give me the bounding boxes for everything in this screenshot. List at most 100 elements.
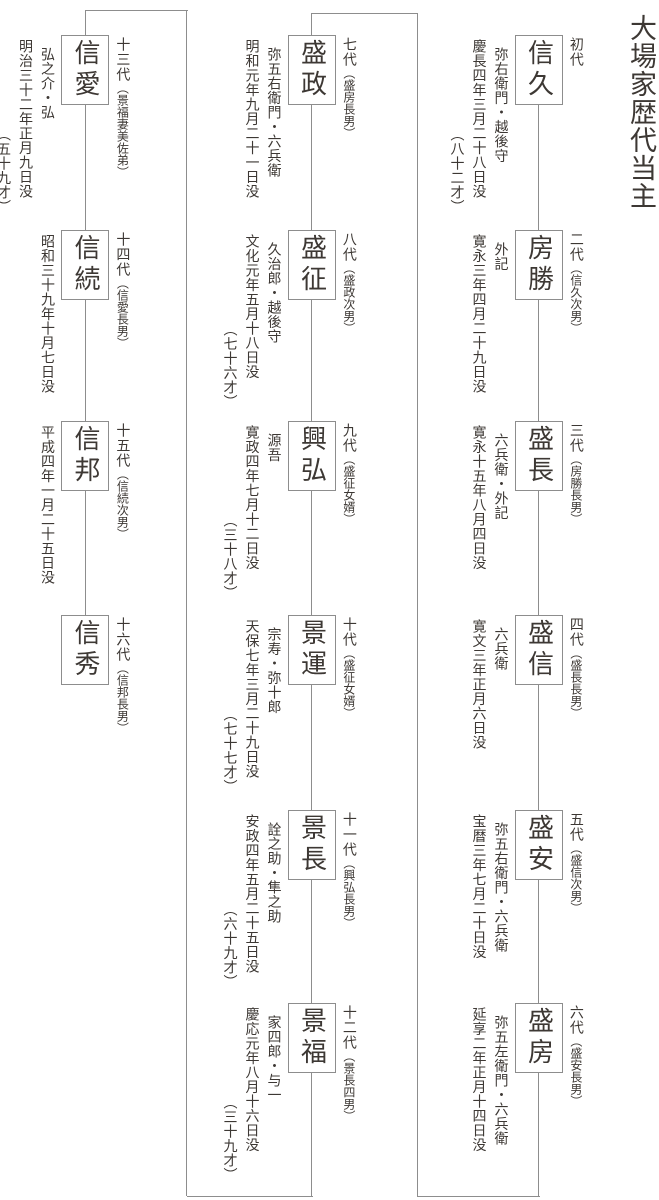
generation-order: 六代 — [567, 1005, 584, 1035]
parent-relation: （盛安長男） — [568, 1035, 583, 1107]
generation-order: 八代 — [340, 232, 357, 262]
head-name: 景福 — [296, 1007, 327, 1069]
generation-label: 五代（盛信次男） — [567, 812, 584, 914]
name-box: 盛信 — [514, 615, 563, 685]
death-date-text: 明和元年九月二十一日没 — [243, 39, 260, 199]
generation-order: 二代 — [567, 232, 584, 262]
alias-text: 六兵衛・外記 — [492, 433, 509, 520]
generation-label: 十一代（興弘長男） — [340, 812, 357, 929]
age-text: （三十九才） — [221, 1095, 238, 1182]
generation-label: 十六代（信邦長男） — [114, 617, 130, 734]
death-date-text: 寛政四年七月十二日没 — [243, 425, 260, 570]
parent-relation: （房勝長男） — [568, 453, 583, 525]
generation-order: 七代 — [340, 37, 357, 67]
name-box: 盛長 — [514, 421, 563, 491]
head-name: 盛長 — [523, 425, 554, 487]
connector-line — [85, 9, 188, 11]
parent-relation: （盛征女婿） — [341, 647, 356, 719]
connector-line — [538, 1073, 539, 1196]
parent-relation: （信愛長男） — [115, 277, 130, 349]
head-name: 盛安 — [523, 814, 554, 876]
generation-label: 十二代（景長四男） — [340, 1005, 357, 1122]
generation-order: 十一代 — [340, 812, 357, 857]
connector-line — [416, 13, 418, 1196]
connector-line — [417, 1195, 540, 1197]
parent-relation: （興弘長男） — [341, 857, 356, 929]
parent-relation: （景長四男） — [341, 1050, 356, 1122]
connector-line — [186, 1195, 313, 1197]
connector-line — [538, 491, 539, 615]
generation-order: 九代 — [340, 423, 357, 453]
connector-line — [311, 685, 312, 810]
head-name: 興弘 — [296, 425, 327, 487]
death-date-text: 寛永三年四月二十九日没 — [470, 234, 487, 394]
connector-line — [311, 1073, 312, 1196]
generation-label: 七代（盛房長男） — [340, 37, 357, 139]
parent-relation: （盛征女婿） — [341, 453, 356, 525]
death-date-text: 寛永十五年八月四日没 — [470, 425, 487, 570]
alias-text: 外記 — [492, 242, 509, 271]
head-name: 信続 — [70, 234, 100, 296]
head-name: 信久 — [523, 39, 554, 101]
head-name: 景長 — [296, 814, 327, 876]
alias-text: 弥五右衛門・六兵衛 — [492, 822, 509, 953]
alias-text: 源吾 — [265, 433, 282, 462]
age-text: （三十八才） — [221, 513, 238, 600]
generation-label: 六代（盛安長男） — [567, 1005, 584, 1107]
alias-text: 家四郎・与一 — [265, 1015, 282, 1102]
generation-label: 四代（盛長長男） — [567, 617, 584, 719]
parent-relation: （盛長長男） — [568, 647, 583, 719]
name-box: 信久 — [514, 35, 563, 105]
age-text: （七十七才） — [221, 707, 238, 794]
generation-order: 十代 — [340, 617, 357, 647]
head-name: 信愛 — [70, 39, 100, 101]
head-name: 盛房 — [523, 1007, 554, 1069]
head-name: 景運 — [296, 619, 327, 681]
parent-relation: （盛政次男） — [341, 262, 356, 334]
generation-order: 十四代 — [114, 232, 131, 277]
generation-order: 十二代 — [340, 1005, 357, 1050]
name-box: 興弘 — [287, 421, 336, 491]
name-box: 盛安 — [514, 810, 563, 880]
death-date-text: 宝暦三年七月二十日没 — [470, 814, 487, 959]
alias-text: 弘之介・弘 — [39, 47, 55, 120]
generation-order: 四代 — [567, 617, 584, 647]
generation-label: 三代（房勝長男） — [567, 423, 584, 525]
alias-text: 久治郎・越後守 — [265, 242, 282, 344]
age-text: （七十六才） — [221, 322, 238, 409]
head-name: 房勝 — [523, 234, 554, 296]
connector-line — [311, 105, 312, 230]
alias-text: 六兵衛 — [492, 627, 509, 671]
death-date-text: 文化元年五月十八日没 — [243, 234, 260, 379]
connector-line — [311, 300, 312, 421]
name-box: 信秀 — [61, 615, 109, 685]
death-date-text: 平成四年一月二十五日没 — [39, 425, 55, 585]
name-box: 房勝 — [514, 230, 563, 300]
death-date-text: 慶応元年八月十六日没 — [243, 1007, 260, 1152]
name-box: 景長 — [287, 810, 336, 880]
death-date-text: 延享二年正月十四日没 — [470, 1007, 487, 1152]
parent-relation: （信久次男） — [568, 262, 583, 334]
parent-relation: （景福妻美佐弟） — [115, 82, 130, 178]
generation-order: 五代 — [567, 812, 584, 842]
name-box: 盛征 — [287, 230, 336, 300]
death-date-text: 明治三十二年正月九日没 — [17, 39, 33, 199]
generation-order: 十三代 — [114, 37, 131, 82]
alias-text: 詮之助・隼之助 — [265, 822, 282, 924]
alias-text: 弥五左衛門・六兵衛 — [492, 1015, 509, 1146]
age-text: （八十二才） — [448, 127, 465, 214]
name-box: 信邦 — [61, 421, 109, 491]
alias-text: 弥右衛門・越後守 — [492, 47, 509, 163]
name-box: 盛政 — [287, 35, 336, 105]
parent-relation: （信邦長男） — [115, 662, 130, 734]
generation-order: 十五代 — [114, 423, 131, 468]
alias-text: 弥五右衛門・六兵衛 — [265, 47, 282, 178]
connector-line — [538, 105, 539, 230]
connector-line — [311, 880, 312, 1003]
death-date-text: 昭和三十九年十月七日没 — [39, 234, 55, 394]
parent-relation: （盛信次男） — [568, 842, 583, 914]
generation-label: 二代（信久次男） — [567, 232, 584, 334]
generation-order: 三代 — [567, 423, 584, 453]
connector-line — [311, 12, 418, 14]
